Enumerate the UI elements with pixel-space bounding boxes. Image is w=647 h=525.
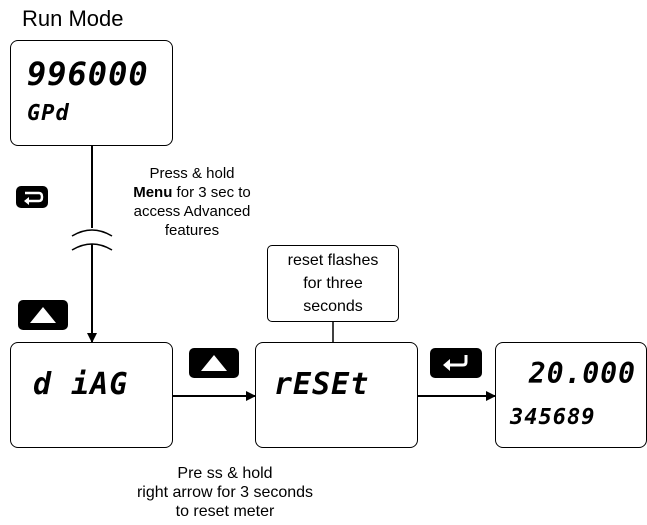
display-value: 996000: [27, 55, 149, 93]
break-mark: [71, 229, 113, 237]
page-title: Run Mode: [22, 6, 124, 31]
display-value: rESEt: [274, 367, 370, 402]
up-arrow-button-icon[interactable]: [189, 348, 239, 378]
enter-button-icon[interactable]: [430, 348, 482, 378]
run-mode-display: 996000 GPd: [10, 40, 173, 146]
reset-display: rESEt: [255, 342, 418, 448]
display-value: d iAG: [33, 367, 129, 402]
result-display: 20.000 345689: [495, 342, 647, 448]
diag-display: d iAG: [10, 342, 173, 448]
display-total: 345689: [510, 405, 596, 430]
up-arrow-button-icon[interactable]: [18, 300, 68, 330]
reset-flash-note: reset flashes for three seconds: [267, 245, 399, 322]
display-units: GPd: [27, 101, 70, 126]
right-arrow-hold-note: Pre ss & hold right arrow for 3 seconds …: [136, 465, 314, 520]
menu-hold-note: Press & hold Menu for 3 sec to access Ad…: [133, 165, 251, 239]
display-value: 20.000: [528, 357, 636, 390]
menu-button-icon[interactable]: [16, 186, 48, 208]
